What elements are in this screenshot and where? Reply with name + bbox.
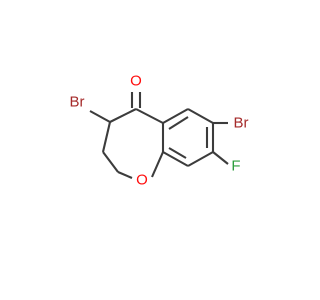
atom-label-ketone-oxygen: O [130,73,142,90]
atom-label-ring-oxygen: O [136,172,148,189]
atom-label-fluorine: F [231,158,240,175]
bond [117,171,133,179]
molecule-diagram: Br O Br F O [70,73,249,189]
bond [162,151,189,167]
bond [101,121,112,153]
bond [187,108,214,124]
atom-labels: Br O Br F O [70,73,249,189]
bond [187,151,214,167]
bond [89,110,111,123]
bond [109,108,137,123]
bond [168,147,187,159]
structure-drawing: Br O Br F O [70,73,249,189]
bond [102,151,119,173]
bond [212,151,229,165]
bond [151,151,164,178]
bond [135,108,164,124]
bond-lines [89,92,229,179]
bond [162,108,189,124]
bond [168,116,189,130]
atom-label-br-7: Br [234,115,249,132]
atom-label-br-4: Br [70,94,85,111]
